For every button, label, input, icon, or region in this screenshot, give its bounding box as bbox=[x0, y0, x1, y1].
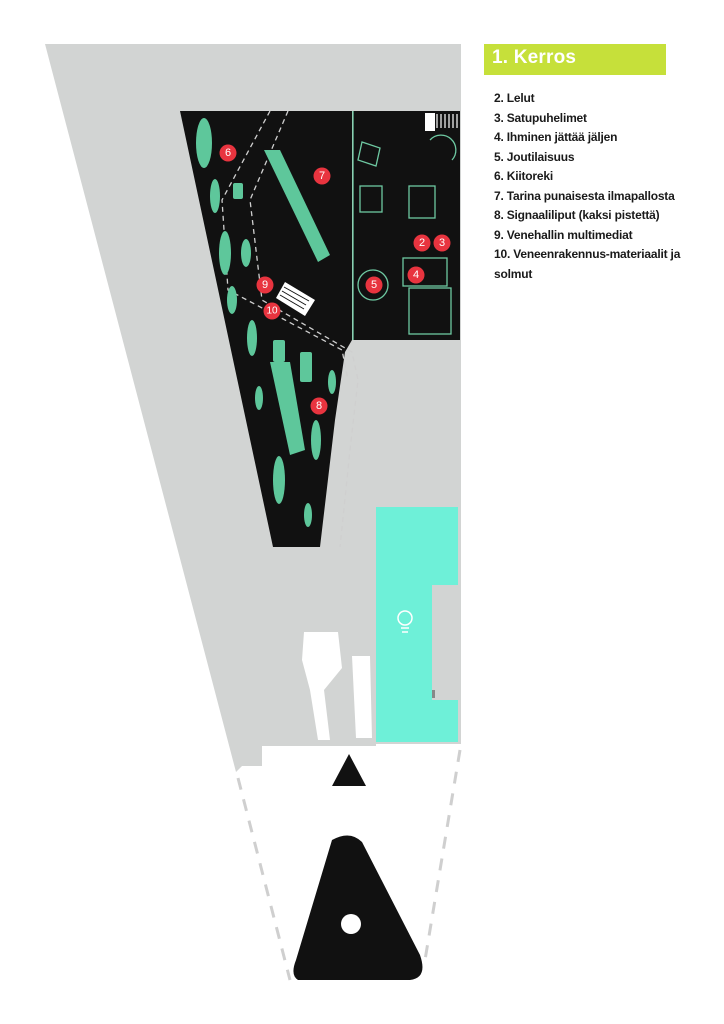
marker-7[interactable]: 7 bbox=[313, 167, 331, 185]
svg-text:9: 9 bbox=[262, 279, 268, 291]
marker-4[interactable]: 4 bbox=[407, 266, 425, 284]
marker-5[interactable]: 5 bbox=[365, 276, 383, 294]
marker-3[interactable]: 3 bbox=[433, 234, 451, 252]
legend-item: 5. Joutilaisuus bbox=[494, 149, 575, 164]
highlight-room bbox=[376, 507, 458, 742]
svg-text:4: 4 bbox=[413, 269, 419, 281]
floor-title: 1. Kerros bbox=[492, 47, 577, 68]
legend-item: 2. Lelut bbox=[494, 91, 535, 105]
bench bbox=[436, 114, 458, 128]
legend-list: 2. Lelut 3. Satupuhelimet 4. Ihminen jät… bbox=[494, 89, 694, 284]
stairs bbox=[276, 282, 315, 316]
boat-exhibits bbox=[196, 118, 336, 527]
walkway-lines bbox=[221, 110, 359, 548]
legend-item: 3. Satupuhelimet bbox=[494, 110, 587, 125]
svg-text:3: 3 bbox=[439, 237, 445, 249]
legend-item: 10. Veneenrakennus-materiaalit ja solmut bbox=[494, 247, 681, 281]
entrance-area bbox=[262, 746, 461, 766]
marker-9[interactable]: 9 bbox=[256, 276, 274, 294]
legend-item: 4. Ihminen jättää jäljen bbox=[494, 130, 618, 144]
svg-text:7: 7 bbox=[319, 170, 325, 182]
marker-6[interactable]: 6 bbox=[219, 144, 237, 162]
legend-item: 9. Venehallin multimediat bbox=[494, 227, 633, 242]
legend-item: 7. Tarina punaisesta ilmapallosta bbox=[494, 188, 675, 203]
marker-10[interactable]: 10 bbox=[263, 302, 281, 320]
counter bbox=[425, 113, 435, 131]
legend-item: 8. Signaaliliput (kaksi pistettä) bbox=[494, 208, 660, 222]
svg-text:10: 10 bbox=[266, 306, 278, 317]
svg-text:6: 6 bbox=[225, 147, 231, 159]
reception-desk bbox=[302, 632, 342, 740]
pavilion bbox=[293, 835, 423, 980]
lightbulb-icon bbox=[397, 610, 413, 633]
exhibition-room bbox=[353, 111, 460, 340]
marker-8[interactable]: 8 bbox=[310, 397, 328, 415]
svg-text:2: 2 bbox=[419, 237, 425, 249]
marker-2[interactable]: 2 bbox=[413, 234, 431, 252]
pier-outline bbox=[236, 749, 462, 981]
info-panel bbox=[352, 656, 372, 738]
legend-item: 6. Kiitoreki bbox=[494, 169, 553, 183]
svg-text:8: 8 bbox=[316, 400, 322, 412]
entrance-marker bbox=[332, 754, 366, 786]
pavilion-hole bbox=[341, 914, 361, 934]
room-partitions bbox=[352, 111, 457, 340]
floor-title-banner: 1. Kerros bbox=[484, 44, 666, 75]
svg-text:5: 5 bbox=[371, 279, 377, 291]
